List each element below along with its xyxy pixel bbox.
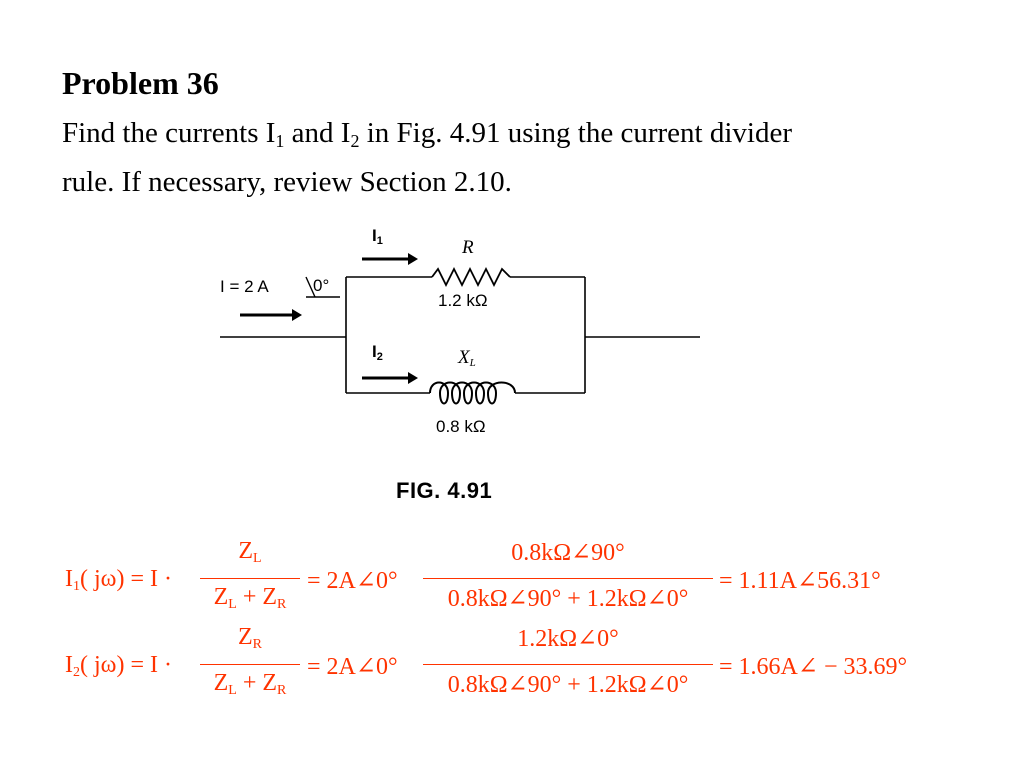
statement-text: rule. If necessary, review Section 2.10. bbox=[62, 166, 512, 198]
numeric-fraction: 1.2kΩ∠0° 0.8kΩ∠90° + 1.2kΩ∠0° bbox=[423, 624, 713, 714]
problem-statement: Find the currents I1 and I2 in Fig. 4.91… bbox=[62, 113, 962, 203]
fraction-bar bbox=[423, 578, 713, 579]
circuit-figure: I = 2 A 0° I1 R 1.2 kΩ I2 XL 0.8 kΩ FIG.… bbox=[200, 215, 720, 510]
fraction-numerator: 1.2kΩ∠0° bbox=[517, 626, 619, 652]
statement-subscript: 1 bbox=[275, 131, 285, 151]
figure-caption: FIG. 4.91 bbox=[396, 478, 493, 503]
angle-symbol bbox=[305, 276, 316, 298]
problem-title: Problem 36 bbox=[62, 65, 219, 101]
statement-subscript: 2 bbox=[350, 131, 360, 151]
equation-lhs: I2( jω) = I · bbox=[65, 652, 172, 680]
fraction-denominator: 0.8kΩ∠90° + 1.2kΩ∠0° bbox=[447, 586, 689, 612]
source-current-arrowhead bbox=[292, 309, 302, 321]
equation-lhs: I1( jω) = I · bbox=[65, 566, 172, 594]
i2-label: I2 bbox=[372, 342, 383, 363]
fraction-denominator: 0.8kΩ∠90° + 1.2kΩ∠0° bbox=[447, 672, 689, 698]
i1-label: I1 bbox=[372, 226, 383, 247]
inductor-symbol bbox=[429, 381, 516, 405]
statement-text: in Fig. 4.91 using the current divider bbox=[359, 117, 792, 149]
impedance-ratio-fraction: ZL ZL + ZR bbox=[200, 538, 300, 628]
numeric-fraction: 0.8kΩ∠90° 0.8kΩ∠90° + 1.2kΩ∠0° bbox=[423, 538, 713, 628]
statement-text: and I bbox=[284, 117, 351, 149]
inductor-symbol-label: XL bbox=[458, 347, 476, 369]
statement-text: Find the currents I bbox=[62, 117, 276, 149]
i2-current-arrowhead bbox=[408, 372, 418, 384]
fraction-numerator: ZL bbox=[238, 538, 262, 566]
resistor-symbol bbox=[431, 266, 511, 288]
i1-current-arrowhead bbox=[408, 253, 418, 265]
source-angle-label: 0° bbox=[313, 276, 330, 295]
source-current-term: = 2A∠0° bbox=[307, 654, 398, 680]
inductor-value-label: 0.8 kΩ bbox=[436, 417, 486, 436]
fraction-denominator: ZL + ZR bbox=[213, 584, 287, 612]
equation-result: = 1.66A∠ − 33.69° bbox=[719, 654, 908, 680]
fraction-numerator: ZR bbox=[237, 624, 262, 652]
resistor-symbol-label: R bbox=[462, 237, 474, 258]
equation-result: = 1.11A∠56.31° bbox=[719, 568, 881, 594]
fraction-denominator: ZL + ZR bbox=[213, 670, 287, 698]
source-current-term: = 2A∠0° bbox=[307, 568, 398, 594]
fraction-numerator: 0.8kΩ∠90° bbox=[511, 540, 625, 566]
equation-i1: I1( jω) = I · ZL ZL + ZR = 2A∠0° 0.8kΩ∠9… bbox=[65, 538, 965, 628]
fraction-bar bbox=[200, 578, 300, 579]
fraction-bar bbox=[200, 664, 300, 665]
source-current-label: I = 2 A bbox=[220, 277, 269, 296]
impedance-ratio-fraction: ZR ZL + ZR bbox=[200, 624, 300, 714]
resistor-value-label: 1.2 kΩ bbox=[438, 291, 488, 310]
circuit-diagram bbox=[220, 253, 700, 405]
equation-i2: I2( jω) = I · ZR ZL + ZR = 2A∠0° 1.2kΩ∠0… bbox=[65, 624, 965, 714]
fraction-bar bbox=[423, 664, 713, 665]
